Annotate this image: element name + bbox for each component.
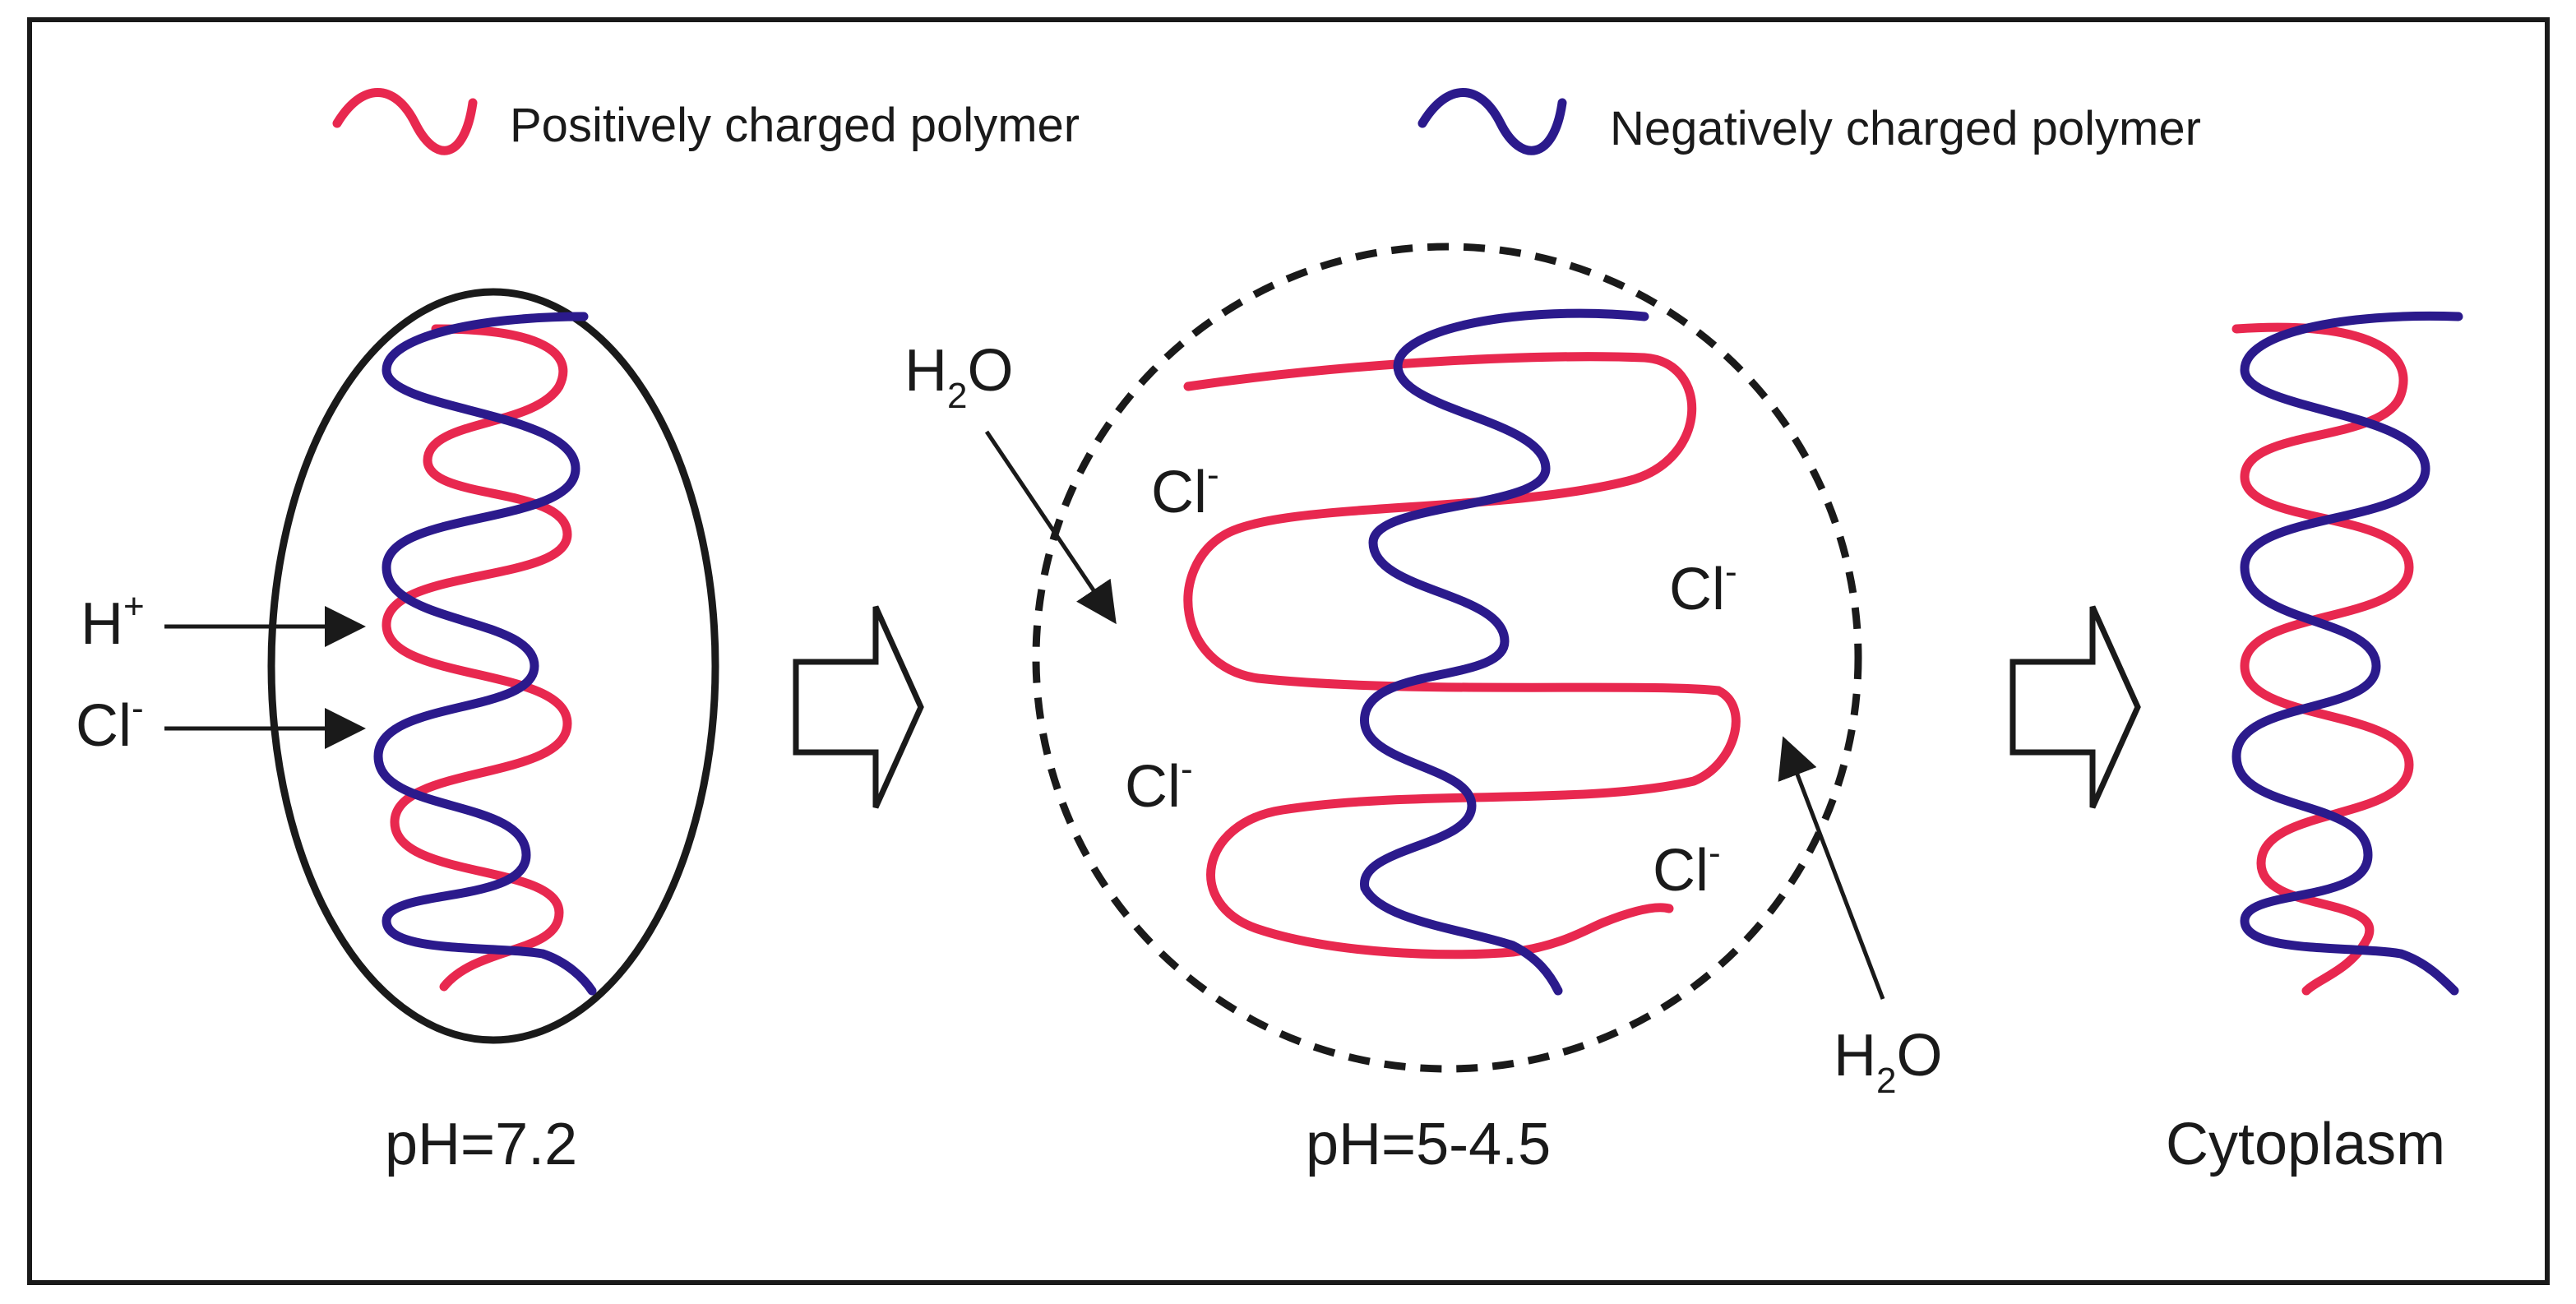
water-h: H	[904, 338, 947, 404]
legend-negative-label: Negatively charged polymer	[1610, 102, 2201, 155]
water-sub: 2	[1876, 1061, 1897, 1102]
stage-label-left: pH=7.2	[385, 1112, 578, 1177]
chloride-charge: -	[132, 688, 144, 728]
stage-label-right: Cytoplasm	[2166, 1112, 2446, 1177]
middle-positive-polymer	[1183, 352, 1741, 960]
legend-negative-squiggle	[1417, 88, 1567, 155]
chloride-label-mid-1: Cl-	[1151, 457, 1219, 525]
chloride-base: Cl	[76, 693, 132, 759]
water-o: O	[1896, 1023, 1943, 1089]
proton-label: H+	[81, 589, 145, 657]
left-helix-negative	[373, 312, 597, 996]
chloride-charge: -	[1725, 552, 1737, 592]
process-arrow-2	[2009, 605, 2141, 809]
chloride-base: Cl	[1125, 754, 1181, 820]
chloride-base: Cl	[1653, 838, 1709, 904]
water-label-bottom: H2O	[1834, 1023, 1943, 1099]
figure-frame	[27, 17, 2550, 1285]
chloride-charge: -	[1709, 833, 1721, 873]
proton-base: H	[81, 591, 123, 657]
water-h: H	[1834, 1023, 1876, 1089]
chloride-label-mid-3: Cl-	[1125, 751, 1193, 817]
chloride-base: Cl	[1669, 557, 1725, 622]
chloride-charge: -	[1207, 455, 1219, 495]
chloride-label-mid-4: Cl-	[1653, 835, 1721, 901]
stage-label-middle: pH=5-4.5	[1306, 1112, 1552, 1177]
vesicle-ellipse	[267, 288, 719, 1044]
water-sub: 2	[947, 376, 968, 417]
water-o: O	[967, 338, 1014, 404]
legend-positive-squiggle	[332, 88, 478, 155]
water-arrow-in-bottom	[1778, 736, 1885, 1000]
water-arrow-in-top	[984, 430, 1117, 625]
right-helix-negative	[2231, 311, 2463, 996]
process-arrow-1	[793, 605, 924, 809]
chloride-base: Cl	[1151, 460, 1207, 525]
chloride-label-mid-2: Cl-	[1669, 554, 1737, 622]
middle-negative-polymer	[1360, 308, 1649, 996]
left-helix-positive	[382, 324, 572, 992]
water-label-top: H2O	[904, 338, 1014, 414]
chloride-label-left: Cl-	[76, 691, 144, 759]
chloride-charge: -	[1181, 749, 1193, 789]
proton-charge: +	[123, 586, 145, 627]
legend-positive-label: Positively charged polymer	[510, 99, 1080, 152]
swollen-vesicle-circle	[1032, 243, 1862, 1073]
